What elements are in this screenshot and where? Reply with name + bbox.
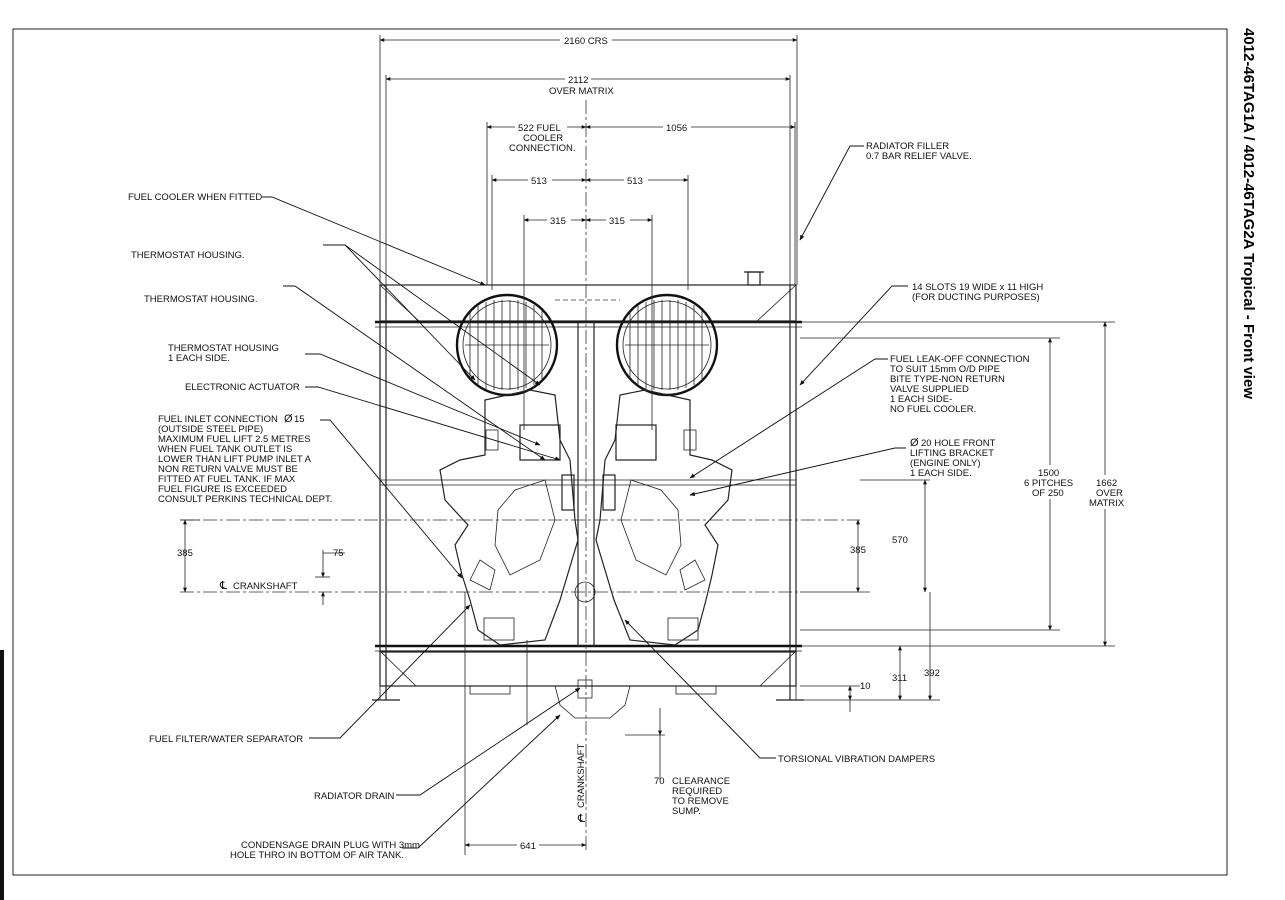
dim-2160-crs: 2160 CRS bbox=[564, 36, 608, 47]
dim-1500-line1: 1500 bbox=[1038, 468, 1059, 479]
dim-1662-line1: 1662 bbox=[1096, 478, 1117, 489]
label-fuel-cooler: FUEL COOLER WHEN FITTED bbox=[128, 192, 262, 203]
dim-clearance-line4: SUMP. bbox=[672, 806, 701, 817]
dim-513-right: 513 bbox=[627, 176, 643, 187]
dim-641: 641 bbox=[520, 841, 536, 852]
dim-522-line2: COOLER bbox=[523, 133, 563, 144]
label-lifting-2: LIFTING BRACKET bbox=[910, 448, 994, 459]
label-lifting-dia-symbol: Ø bbox=[910, 437, 919, 449]
radiator-frame bbox=[372, 284, 804, 701]
dim-crankshaft-h: CRANKSHAFT bbox=[233, 581, 298, 592]
dim-392: 392 bbox=[924, 668, 940, 679]
drawing-title: 4012-46TAG1A / 4012-46TAG2A Tropical - F… bbox=[1240, 28, 1257, 399]
dim-385-right: 385 bbox=[850, 545, 866, 556]
label-slots-2: (FOR DUCTING PURPOSES) bbox=[912, 292, 1040, 303]
dim-1500-line3: OF 250 bbox=[1032, 488, 1064, 499]
dim-over-matrix-text: OVER MATRIX bbox=[549, 86, 614, 97]
label-leakoff-4: 1 EACH SIDE- bbox=[890, 394, 952, 405]
label-leakoff-5: NO FUEL COOLER. bbox=[890, 404, 976, 415]
dim-1662-line3: MATRIX bbox=[1089, 498, 1125, 509]
dim-570: 570 bbox=[892, 535, 908, 546]
label-lifting-1: 20 HOLE FRONT bbox=[921, 438, 996, 449]
label-slots-1: 14 SLOTS 19 WIDE x 11 HIGH bbox=[912, 282, 1043, 293]
label-condensage-2: HOLE THRO IN BOTTOM OF AIR TANK. bbox=[230, 850, 404, 861]
label-leakoff-1: TO SUIT 15mm O/D PIPE bbox=[890, 364, 1000, 375]
right-fan-guard bbox=[615, 293, 719, 397]
label-fuel-inlet-5: NON RETURN VALVE MUST BE bbox=[158, 464, 298, 475]
radiator-filler-cap bbox=[744, 271, 764, 286]
label-leakoff-2: BITE TYPE-NON RETURN bbox=[890, 374, 1005, 385]
label-fuel-inlet-1: (OUTSIDE STEEL PIPE) bbox=[158, 424, 263, 435]
dim-1056: 1056 bbox=[666, 123, 687, 134]
label-fuel-inlet-0: FUEL INLET CONNECTION bbox=[158, 414, 278, 425]
dim-10: 10 bbox=[860, 681, 871, 692]
left-edge-bar bbox=[0, 650, 4, 900]
label-thermostat-3b: 1 EACH SIDE. bbox=[168, 353, 230, 364]
label-electronic-actuator: ELECTRONIC ACTUATOR bbox=[185, 382, 300, 393]
dim-1500-line2: 6 PITCHES bbox=[1024, 478, 1073, 489]
label-leakoff-3: VALVE SUPPLIED bbox=[890, 384, 969, 395]
dim-clearance-line3: TO REMOVE bbox=[672, 796, 729, 807]
label-fuel-filter: FUEL FILTER/WATER SEPARATOR bbox=[149, 734, 303, 745]
leader-lines bbox=[262, 145, 908, 849]
dim-1662-line2: OVER bbox=[1096, 488, 1123, 499]
centerline-symbol-h: ℄ bbox=[219, 580, 227, 592]
label-lifting-3: (ENGINE ONLY) bbox=[910, 458, 981, 469]
dim-315-right: 315 bbox=[609, 216, 625, 227]
dim-clearance-line2: REQUIRED bbox=[672, 786, 722, 797]
label-thermostat-2: THERMOSTAT HOUSING. bbox=[144, 294, 257, 305]
dim-513-left: 513 bbox=[531, 176, 547, 187]
callout-labels: FUEL COOLER WHEN FITTED THERMOSTAT HOUSI… bbox=[128, 141, 1043, 861]
label-fuel-inlet-8: CONSULT PERKINS TECHNICAL DEPT. bbox=[158, 494, 332, 505]
label-fuel-inlet-dia: 15 bbox=[294, 414, 305, 425]
label-fuel-inlet-6: FITTED AT FUEL TANK. IF MAX bbox=[158, 474, 296, 485]
dim-clearance-line1: CLEARANCE bbox=[672, 776, 730, 787]
left-fan-guard bbox=[455, 293, 559, 397]
dim-311: 311 bbox=[892, 673, 907, 684]
dim-70: 70 bbox=[654, 776, 665, 787]
dim-75: 75 bbox=[333, 548, 344, 559]
label-fuel-inlet-4: LOWER THAN LIFT PUMP INLET A bbox=[158, 454, 312, 465]
dim-385-left: 385 bbox=[177, 548, 193, 559]
dim-315-left: 315 bbox=[550, 216, 566, 227]
label-radiator-filler-2: 0.7 BAR RELIEF VALVE. bbox=[866, 151, 972, 162]
label-thermostat-1: THERMOSTAT HOUSING. bbox=[131, 250, 244, 261]
label-fuel-inlet-7: FUEL FIGURE IS EXCEEDED bbox=[158, 484, 287, 495]
label-condensage-1: CONDENSAGE DRAIN PLUG WITH 3mm bbox=[241, 840, 420, 851]
dim-crankshaft-v: CRANKSHAFT bbox=[576, 743, 587, 808]
centerline-symbol-v: ℄ bbox=[577, 813, 585, 825]
dimension-texts: 2160 CRS 2112 OVER MATRIX 522 FUEL COOLE… bbox=[177, 34, 1128, 852]
label-radiator-drain: RADIATOR DRAIN bbox=[314, 791, 395, 802]
dim-522-line3: CONNECTION. bbox=[509, 143, 576, 154]
label-fuel-inlet-2: MAXIMUM FUEL LIFT 2.5 METRES bbox=[158, 434, 311, 445]
dim-522-line1: 522 FUEL bbox=[518, 123, 561, 134]
drawing-border bbox=[12, 28, 1228, 876]
label-radiator-filler-1: RADIATOR FILLER bbox=[866, 141, 949, 152]
label-lifting-4: 1 EACH SIDE. bbox=[910, 468, 972, 479]
label-fuel-inlet-dia-symbol: Ø bbox=[284, 413, 293, 425]
dim-2112: 2112 bbox=[568, 75, 588, 86]
label-leakoff-0: FUEL LEAK-OFF CONNECTION bbox=[890, 354, 1030, 365]
label-torsional: TORSIONAL VIBRATION DAMPERS bbox=[778, 754, 935, 765]
label-fuel-inlet-3: WHEN FUEL TANK OUTLET IS bbox=[158, 444, 292, 455]
label-thermostat-3a: THERMOSTAT HOUSING bbox=[168, 343, 279, 354]
